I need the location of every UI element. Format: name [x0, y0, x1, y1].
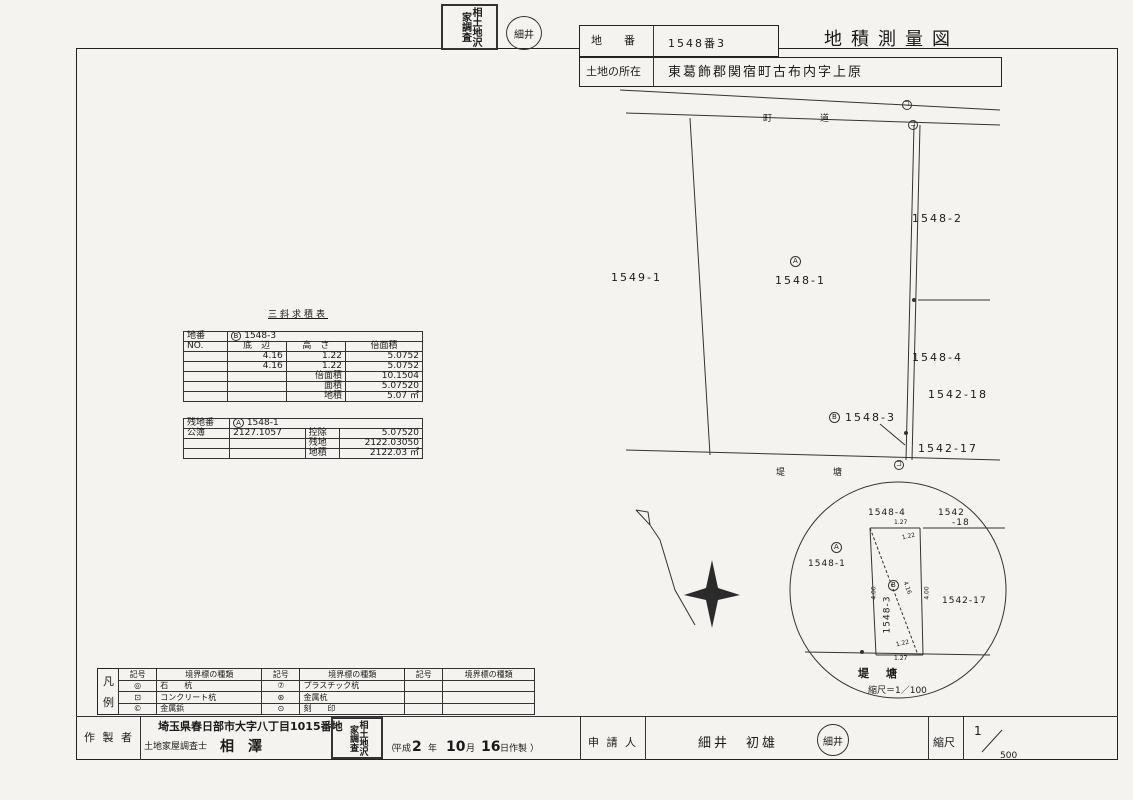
date-day: 16	[481, 739, 501, 755]
applicant-label: 申 請 人	[588, 736, 638, 749]
lot-1548-1-label: 1548-1	[775, 274, 826, 287]
lot-b-mark: B	[829, 412, 840, 423]
legend-header: 記号	[261, 668, 301, 681]
lot-1542-18-label: 1542-18	[928, 388, 988, 401]
detail-lot-b-mark: B	[888, 580, 899, 591]
remain-table: 残地番 A 1548-1 公簿 2127.1057 控除 5.07520 残地 …	[182, 418, 424, 459]
legend-type: 金属鋲	[156, 702, 263, 715]
calc-chiseki-label: 地積	[285, 391, 346, 402]
applicant-seal: 細井	[817, 724, 849, 756]
legend-symbol: ⊛	[261, 691, 301, 704]
location-box	[579, 57, 1002, 87]
page-title: 地積測量図	[824, 29, 959, 50]
detail-lot-1548-1: 1548-1	[808, 559, 846, 569]
boundary-marker: コ	[894, 460, 905, 470]
scale-label: 縮尺	[933, 736, 955, 749]
date-month-label: 月	[466, 744, 476, 754]
detail-lot-1542-17: 1542-17	[942, 596, 987, 606]
lot-1548-2-label: 1548-2	[912, 212, 963, 225]
legend-table: 記号 境界標の種類 記号 境界標の種類 記号 境界標の種類 ◎ 石 杭 ⑦ プラ…	[117, 668, 535, 715]
calc-table: 地番 B 1548-3 NO. 底 辺 高 さ 倍面積 4.16 1.22 5.…	[183, 331, 424, 402]
calc-lot-value: 1548-3	[244, 331, 277, 341]
lot-1549-1-label: 1549-1	[611, 271, 662, 284]
legend-type: 石 杭	[156, 679, 263, 692]
legend-symbol: ⑦	[261, 679, 301, 692]
table-row: ⊡ コンクリート杭 ⊛ 金属杭	[117, 691, 535, 704]
boundary-marker: コ	[908, 120, 919, 130]
maker-label: 作 製 者	[84, 731, 134, 744]
maker-address: 埼玉県春日部市大字八丁目1015番地	[158, 720, 343, 733]
remain-lot-value: 1548-1	[246, 418, 279, 428]
legend-symbol: ⊡	[117, 691, 158, 704]
legend-side-label-1: 凡	[103, 675, 114, 688]
legend-header: 境界標の種類	[442, 668, 535, 681]
applicant-name: 細井 初雄	[698, 736, 779, 751]
legend-header: 境界標の種類	[299, 668, 406, 681]
detail-dim-left: 4.00	[870, 586, 878, 600]
lot-number-box	[579, 25, 779, 57]
table-row: © 金属鋲 ⊙ 刻 印	[117, 702, 535, 715]
surveyor-stamp-footer: 相土地沢家調査	[331, 717, 383, 759]
legend-symbol: ⊙	[261, 702, 301, 715]
surveyor-name: 相 澤	[220, 739, 262, 755]
surveyor-title: 土地家屋調査士	[144, 742, 208, 752]
road-label: 町 道	[763, 114, 840, 124]
boundary-marker: コ	[902, 100, 913, 110]
date-month: 10	[446, 739, 466, 755]
detail-lot-1542-18b: -18	[952, 518, 970, 528]
date-year-label: 年	[428, 744, 438, 754]
legend-type: 刻 印	[299, 702, 406, 715]
legend-type: プラスチック杭	[299, 679, 406, 692]
scale-numerator: 1	[974, 724, 982, 738]
detail-lot-1542-18a: 1542	[938, 508, 965, 518]
applicant-seal-top: 細井	[506, 16, 542, 50]
remain-lot-mark: A	[233, 418, 244, 428]
legend-type: 金属杭	[299, 691, 406, 704]
legend-symbol: ©	[117, 702, 158, 715]
scale-slash	[981, 729, 1003, 753]
calc-chiseki-value: 5.07 ㎡	[344, 391, 424, 402]
calc-table-title: 三斜求積表	[268, 310, 329, 320]
date-year: 2	[412, 739, 422, 755]
date-suffix: 日作製	[500, 744, 528, 754]
remain-chiseki-value: 2122.03 ㎡	[338, 448, 424, 459]
detail-dim-bottom: 1.27	[894, 655, 908, 662]
legend-symbol: ◎	[117, 679, 158, 692]
scale-denominator: 500	[1000, 751, 1018, 761]
legend-type: コンクリート杭	[156, 691, 263, 704]
detail-lot-1548-4: 1548-4	[868, 508, 906, 518]
legend-side-label-2: 例	[103, 696, 114, 709]
lot-1542-17-label: 1542-17	[918, 442, 978, 455]
legend-header: 記号	[117, 668, 158, 681]
detail-dim-top: 1.27	[894, 519, 908, 526]
location-value: 東葛飾郡関宿町古布内字上原	[668, 65, 864, 80]
lot-a-mark: A	[790, 256, 801, 267]
table-row: ◎ 石 杭 ⑦ プラスチック杭	[117, 679, 535, 692]
calc-lot-mark: B	[230, 331, 242, 341]
lot-number-value: 1548番3	[668, 37, 726, 50]
embankment-label: 堤 塘	[776, 468, 853, 478]
lot-number-label: 地 番	[591, 34, 635, 47]
legend-header: 記号	[404, 668, 444, 681]
detail-dim-right: 4.00	[923, 586, 931, 600]
lot-1548-3-label: 1548-3	[845, 411, 896, 424]
date-prefix: 平成	[393, 744, 412, 754]
surveyor-stamp-top: 相土地沢家調査	[441, 4, 498, 50]
lot-1548-4-label: 1548-4	[912, 351, 963, 364]
detail-lot-a-mark: A	[831, 542, 842, 553]
legend-header: 境界標の種類	[156, 668, 263, 681]
detail-scale-label: 縮尺＝1／100	[868, 686, 927, 696]
date-open-paren: （	[386, 744, 396, 754]
detail-embankment-label: 堤 塘	[858, 667, 900, 680]
date-close-paren: ）	[530, 744, 540, 754]
location-label: 土地の所在	[586, 65, 641, 78]
detail-lot-1548-3: 1548-3	[882, 595, 893, 634]
